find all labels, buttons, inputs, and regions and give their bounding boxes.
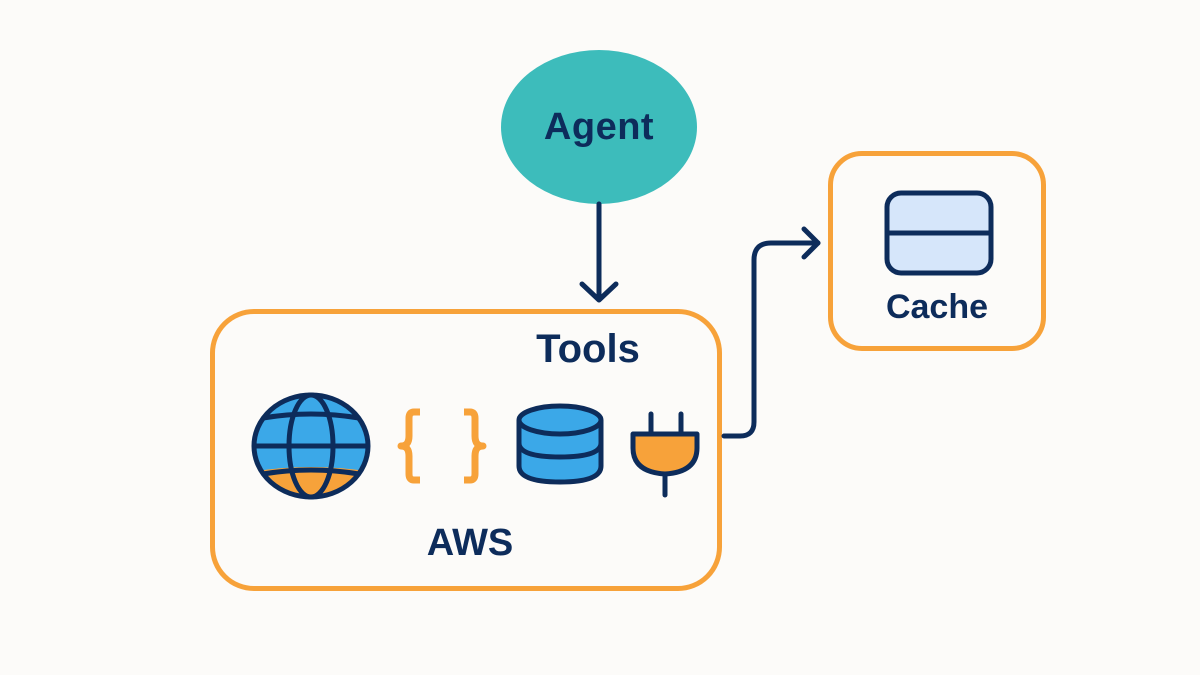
globe-icon <box>251 392 371 500</box>
tools-title-text: Tools <box>536 327 640 371</box>
agent-node[interactable]: Agent <box>501 50 697 204</box>
cache-label: Cache <box>885 288 989 326</box>
arrow-head <box>801 226 821 260</box>
aws-label: AWS <box>0 522 1200 565</box>
aws-label-text: AWS <box>426 522 514 564</box>
tools-title: Tools <box>0 327 1200 372</box>
agent-to-tools-arrow <box>579 201 619 303</box>
agent-label: Agent <box>543 105 655 148</box>
arrow-head <box>579 281 619 303</box>
